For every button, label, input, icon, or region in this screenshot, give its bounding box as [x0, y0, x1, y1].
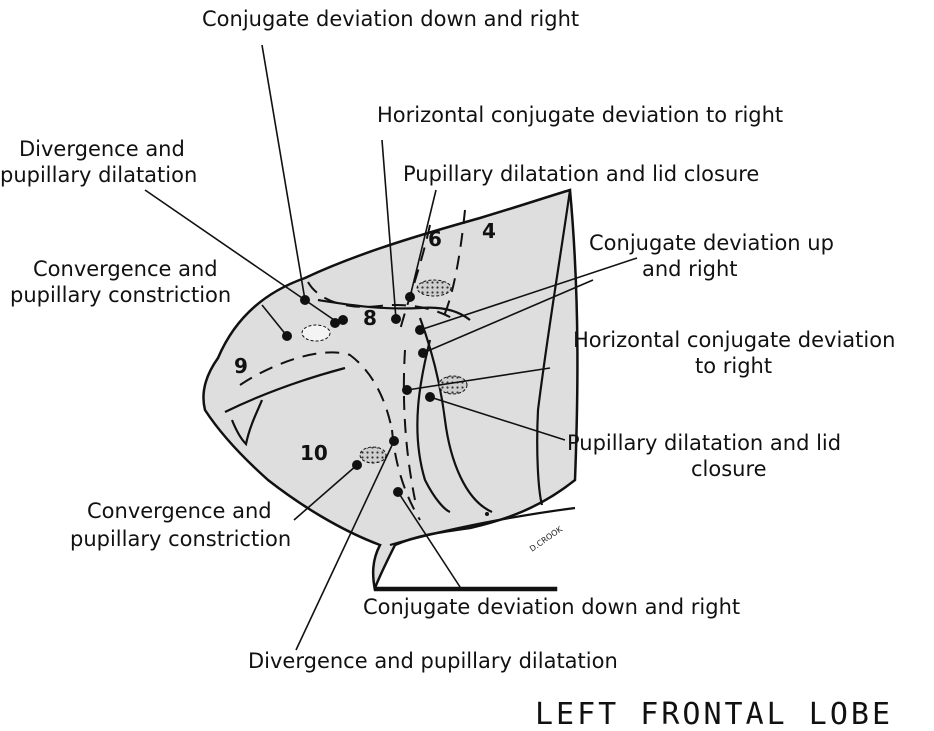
label-divergence-2: Divergence and pupillary dilatation	[248, 649, 618, 673]
artist-signature: D.CROOK	[528, 524, 565, 553]
leader-top-down-right	[262, 45, 305, 300]
area-label-10: 10	[300, 441, 328, 465]
area-label-4: 4	[482, 219, 496, 243]
label-top-down-right: Conjugate deviation down and right	[202, 7, 579, 31]
label-horiz-right-2-b: to right	[695, 354, 772, 378]
label-divergence-1-a: Divergence and	[19, 137, 185, 161]
label-convergence-1-a: Convergence and	[33, 257, 218, 281]
diagram-title: LEFT FRONTAL LOBE	[535, 697, 893, 731]
label-pupil-lid-1: Pupillary dilatation and lid closure	[403, 162, 759, 186]
label-divergence-1-b: pupillary dilatation	[0, 163, 197, 187]
zone-area6	[417, 280, 451, 296]
label-convergence-2-a: Convergence and	[87, 499, 272, 523]
zone-area10	[360, 447, 386, 463]
point-divergence-1b	[338, 315, 348, 325]
point-small	[485, 512, 489, 516]
area-label-9: 9	[234, 354, 248, 378]
area-label-6: 6	[428, 227, 442, 251]
label-convergence-2-b: pupillary constriction	[70, 527, 291, 551]
label-up-right-b: and right	[642, 257, 738, 281]
label-bottom-down-right: Conjugate deviation down and right	[363, 595, 740, 619]
label-horiz-right-2-a: Horizontal conjugate deviation	[573, 328, 895, 352]
zone-area8	[302, 325, 330, 341]
label-pupil-lid-2-a: Pupillary dilatation and lid	[567, 431, 841, 455]
label-convergence-1-b: pupillary constriction	[10, 283, 231, 307]
label-horiz-right-1: Horizontal conjugate deviation to right	[377, 103, 783, 127]
area-label-8: 8	[363, 306, 377, 330]
label-up-right-a: Conjugate deviation up	[589, 231, 834, 255]
label-pupil-lid-2-b: closure	[691, 457, 767, 481]
